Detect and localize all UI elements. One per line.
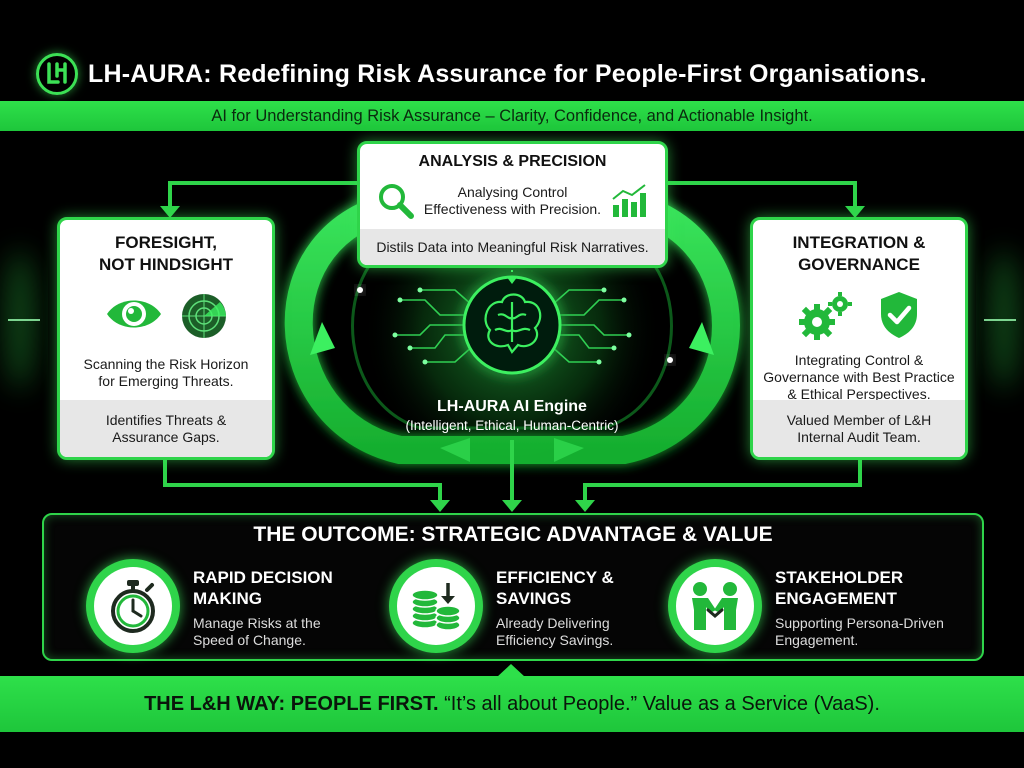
bar-chart-icon: [612, 184, 647, 217]
outcome-1-head-line1: RAPID DECISION: [193, 568, 333, 587]
foresight-title-line1: FORESIGHT,: [114, 233, 217, 252]
foresight-footer-line2: Assurance Gaps.: [112, 428, 220, 445]
outcome-2-desc-line2: Efficiency Savings.: [496, 632, 614, 648]
foresight-title-line2: NOT HINDSIGHT: [98, 255, 234, 274]
magnifier-icon: [378, 184, 414, 219]
foresight-text-line2: for Emerging Threats.: [98, 373, 234, 389]
footer-rest: “It’s all about People.” Value as a Serv…: [438, 692, 880, 715]
radar-icon: [182, 294, 226, 338]
outcome-2-desc-line1: Already Delivering: [496, 615, 610, 631]
integration-title-line2: GOVERNANCE: [798, 255, 920, 274]
analysis-card: ANALYSIS & PRECISION Analysing Control E…: [357, 141, 668, 268]
page-title: LH-AURA: Redefining Risk Assurance for P…: [88, 59, 927, 88]
outcome-title: THE OUTCOME: STRATEGIC ADVANTAGE & VALUE: [253, 523, 773, 546]
integration-text-line3: & Ethical Perspectives.: [787, 386, 931, 402]
foresight-footer-line1: Identifies Threats &: [105, 411, 227, 428]
outcome-panel: THE OUTCOME: STRATEGIC ADVANTAGE & VALUE…: [42, 513, 984, 661]
outcome-2-head-line2: SAVINGS: [496, 589, 572, 608]
foresight-footer: Identifies Threats & Assurance Gaps.: [60, 400, 272, 457]
foresight-card: FORESIGHT, NOT HINDSIGHT Scanning the Ri…: [57, 217, 275, 460]
brain-icon: [484, 293, 542, 354]
outcome-1-desc-line1: Manage Risks at the: [193, 615, 321, 631]
engine-label: LH-AURA AI Engine (Intelligent, Ethical,…: [362, 398, 662, 433]
outcome-item-stakeholder: STAKEHOLDER ENGAGEMENT Supporting Person…: [668, 559, 944, 653]
handshake-icon: [692, 582, 738, 630]
integration-footer-line1: Valued Member of L&H: [786, 411, 932, 428]
engine-subtitle: (Intelligent, Ethical, Human-Centric): [405, 418, 619, 433]
lh-logo-icon: [36, 53, 78, 95]
footer-notch: [497, 664, 525, 677]
outcome-3-head-line2: ENGAGEMENT: [775, 589, 897, 608]
outcome-1-desc-line2: Speed of Change.: [193, 632, 306, 648]
subtitle-bar: AI for Understanding Risk Assurance – Cl…: [0, 101, 1024, 131]
integration-footer-line2: Internal Audit Team.: [797, 428, 921, 445]
outcome-3-desc-line1: Supporting Persona-Driven: [775, 615, 944, 631]
gears-icon: [799, 292, 852, 340]
integration-title-line1: INTEGRATION &: [792, 233, 926, 252]
outcome-1-head-line2: MAKING: [193, 589, 262, 608]
page-subtitle: AI for Understanding Risk Assurance – Cl…: [211, 106, 813, 125]
analysis-text-line1: Analysing Control: [457, 184, 568, 200]
outcome-item-efficiency: EFFICIENCY & SAVINGS Already Delivering …: [389, 559, 614, 653]
analysis-footer: Distils Data into Meaningful Risk Narrat…: [360, 229, 665, 265]
integration-text-line1: Integrating Control &: [794, 352, 924, 368]
footer-bold: THE L&H WAY: PEOPLE FIRST.: [144, 692, 439, 715]
integration-text-line2: Governance with Best Practice: [763, 369, 955, 385]
engine-title: LH-AURA AI Engine: [437, 398, 587, 415]
outcome-3-head-line1: STAKEHOLDER: [775, 568, 904, 587]
analysis-title: ANALYSIS & PRECISION: [418, 153, 607, 170]
foresight-text-line1: Scanning the Risk Horizon: [83, 356, 249, 372]
integration-footer: Valued Member of L&H Internal Audit Team…: [753, 400, 965, 457]
footer-bar: THE L&H WAY: PEOPLE FIRST. “It’s all abo…: [0, 676, 1024, 732]
shield-check-icon: [881, 292, 917, 338]
outcome-3-desc-line2: Engagement.: [775, 632, 859, 648]
header: LH-AURA: Redefining Risk Assurance for P…: [36, 50, 996, 98]
integration-card: INTEGRATION & GOVERNANCE: [750, 217, 968, 460]
outcome-2-head-line1: EFFICIENCY &: [496, 568, 614, 587]
eye-icon: [107, 300, 161, 328]
stopwatch-icon: [111, 580, 155, 633]
outcome-item-rapid-decision: RAPID DECISION MAKING Manage Risks at th…: [86, 559, 333, 653]
footer-text: THE L&H WAY: PEOPLE FIRST. “It’s all abo…: [144, 693, 880, 716]
coins-icon: [411, 583, 461, 631]
analysis-text-line2: Effectiveness with Precision.: [423, 201, 602, 217]
